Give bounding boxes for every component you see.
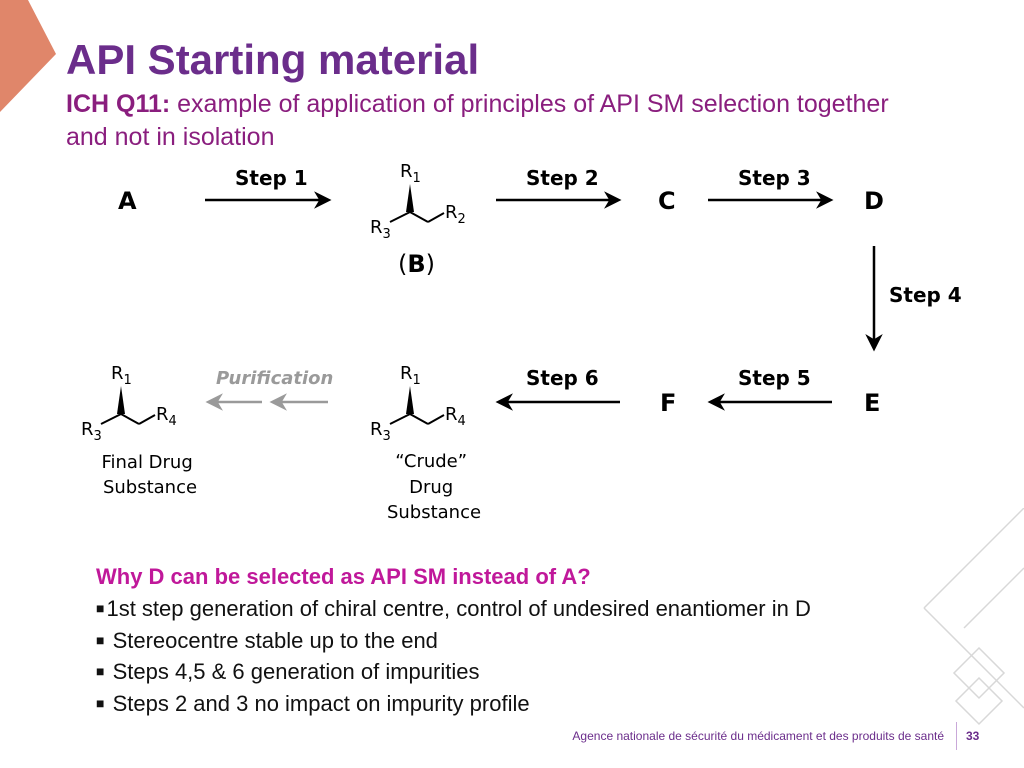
page-number: 33 [966, 729, 980, 743]
corner-decoration [0, 0, 56, 112]
svg-text:R4: R4 [445, 404, 466, 429]
bullet-list: ■1st step generation of chiral centre, c… [96, 593, 811, 719]
step-5-label: Step 5 [738, 366, 811, 390]
compound-e: E [864, 389, 880, 417]
purification-label: Purification [216, 368, 333, 389]
footer-agency: Agence nationale de sécurité du médicame… [572, 729, 944, 743]
bullet-marker: ■ [96, 663, 105, 679]
svg-text:R1: R1 [400, 363, 421, 388]
compound-a: A [118, 187, 137, 215]
final-caption: Final Drug Substance [101, 452, 198, 498]
crude-caption: “Crude” Drug Substance [387, 451, 481, 523]
bullet-item: ■1st step generation of chiral centre, c… [96, 596, 811, 621]
slide-subtitle: ICH Q11: example of application of princ… [66, 88, 926, 154]
bullet-item: ■ Stereocentre stable up to the end [96, 627, 438, 653]
subtitle-text: example of application of principles of … [66, 90, 889, 151]
structure-b: R1 R3 R2 [370, 161, 466, 242]
corner-line-decoration [923, 508, 1024, 726]
question-heading: Why D can be selected as API SM instead … [96, 564, 591, 589]
step-2-label: Step 2 [526, 166, 599, 190]
svg-text:R2: R2 [445, 202, 466, 227]
footer-divider [956, 722, 957, 750]
subtitle-lead: ICH Q11: [66, 90, 171, 118]
svg-text:R1: R1 [111, 363, 132, 388]
svg-text:R3: R3 [370, 419, 391, 444]
compound-b-label: (B) [398, 250, 435, 278]
compound-f: F [660, 389, 676, 417]
svg-text:R1: R1 [400, 161, 421, 186]
step-3-label: Step 3 [738, 166, 811, 190]
svg-text:R4: R4 [156, 404, 177, 429]
svg-text:R3: R3 [81, 419, 102, 444]
bullet-marker: ■ [96, 694, 105, 711]
compound-c: C [658, 187, 676, 215]
bullet-marker: ■ [96, 631, 105, 648]
bullet-item: ■ Steps 4,5 & 6 generation of impurities [96, 659, 480, 684]
step-4-label: Step 4 [889, 283, 962, 307]
structure-final-drug-substance: R1 R3 R4 [81, 363, 177, 444]
compound-d: D [864, 187, 884, 215]
bullet-item: ■ Steps 2 and 3 no impact on impurity pr… [96, 690, 530, 716]
step-6-label: Step 6 [526, 366, 599, 390]
slide-title: API Starting material [66, 36, 480, 83]
svg-text:R3: R3 [370, 217, 391, 242]
synthesis-scheme: A C D E F Step 1 Step 2 Step 3 Step 4 St… [81, 161, 962, 523]
step-1-label: Step 1 [235, 166, 308, 190]
structure-crude-drug-substance: R1 R3 R4 [370, 363, 466, 444]
bullet-marker: ■ [96, 600, 105, 616]
